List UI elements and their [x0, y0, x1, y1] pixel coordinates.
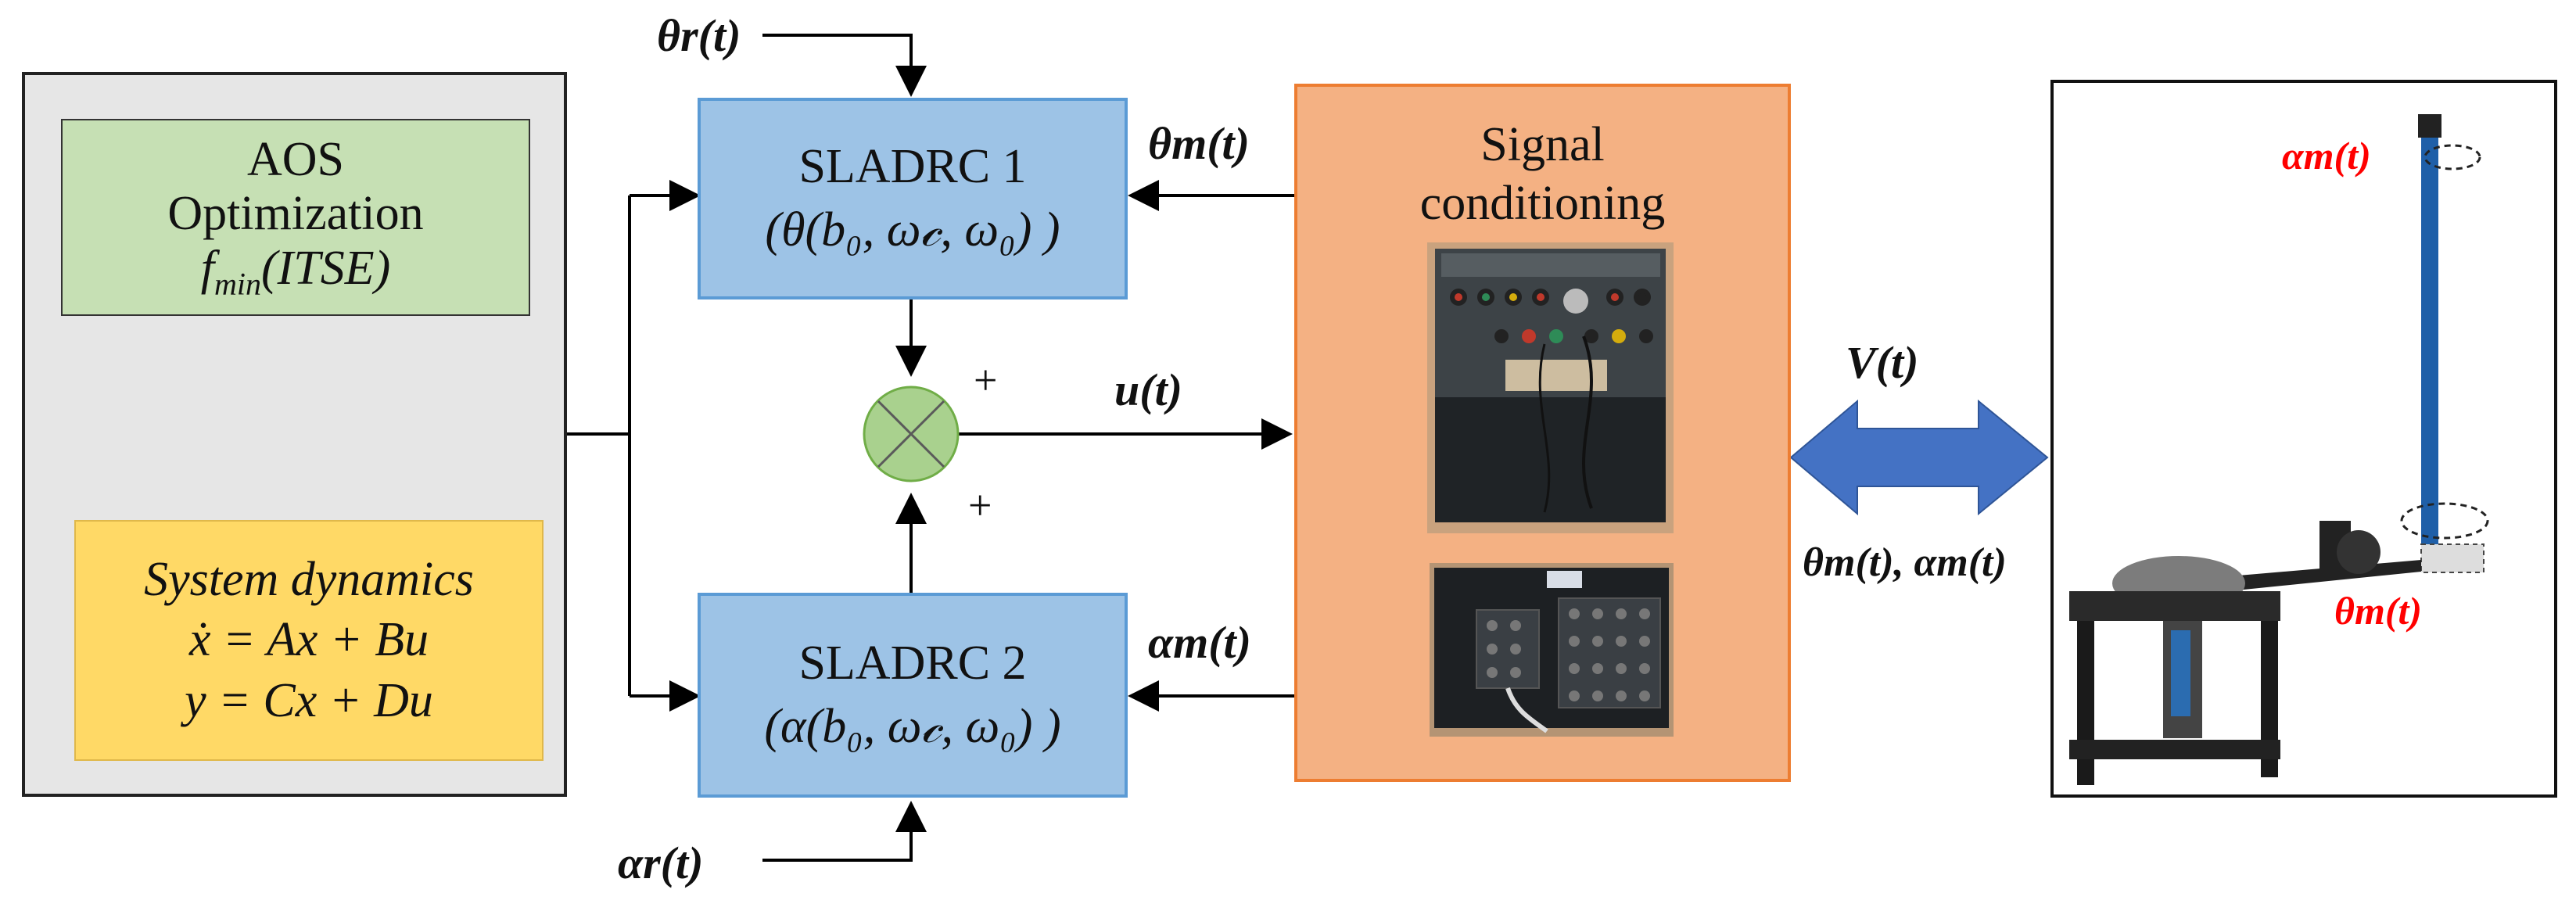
sladrc1-title: SLADRC 1	[798, 140, 1027, 194]
sladrc1-params: (θ(b₀, ω𝒸, ω₀) )	[765, 203, 1060, 256]
signal-conditioning-title: Signal conditioning	[1294, 106, 1791, 242]
optimization-block: AOS Optimization fmin(ITSE)	[61, 119, 530, 316]
sladrc2-block: SLADRC 2 (α(b₀, ω𝒸, ω₀) )	[698, 593, 1128, 798]
summing-junction	[863, 386, 960, 482]
dynamics-line1: System dynamics	[144, 552, 474, 606]
alpha-r-label: αr(t)	[618, 837, 704, 888]
theta-r-arrow	[762, 34, 927, 97]
theta-r-label: θr(t)	[657, 10, 741, 61]
optimization-line1: AOS	[246, 132, 345, 186]
optimization-line3: fmin(ITSE)	[200, 241, 391, 302]
dynamics-line2: ẋ = Ax + Bu	[188, 613, 429, 667]
dynamics-line3: y = Cx + Du	[185, 673, 433, 727]
plus-bottom: +	[968, 482, 992, 529]
voltage-double-arrow	[1789, 399, 2049, 516]
plant-alpha-label: αm(t)	[2282, 134, 2371, 178]
voltage-label: V(t)	[1846, 337, 1919, 388]
sladrc2-title: SLADRC 2	[798, 637, 1027, 690]
outputs-label: θm(t), αm(t)	[1803, 540, 2007, 585]
rotary-pendulum-image	[2069, 114, 2489, 785]
alpha-m-label: αm(t)	[1148, 617, 1251, 668]
conditioning-line1: Signal	[1480, 118, 1605, 172]
sladrc2-params: (α(b₀, ω𝒸, ω₀) )	[764, 700, 1061, 753]
optimization-line2: Optimization	[167, 187, 424, 241]
theta-m-label: θm(t)	[1148, 118, 1250, 169]
u-label: u(t)	[1114, 364, 1182, 415]
sladrc1-block: SLADRC 1 (θ(b₀, ω𝒸, ω₀) )	[698, 98, 1128, 299]
conditioning-line2: conditioning	[1419, 176, 1666, 230]
alpha-r-arrow	[762, 801, 927, 862]
power-module-photo	[1427, 242, 1674, 533]
plant-panel	[2050, 80, 2557, 798]
terminal-board-photo	[1430, 563, 1674, 737]
plant-theta-label: θm(t)	[2334, 589, 2423, 633]
plus-top: +	[974, 357, 998, 403]
dynamics-block: System dynamics ẋ = Ax + Bu y = Cx + Du	[74, 520, 544, 761]
